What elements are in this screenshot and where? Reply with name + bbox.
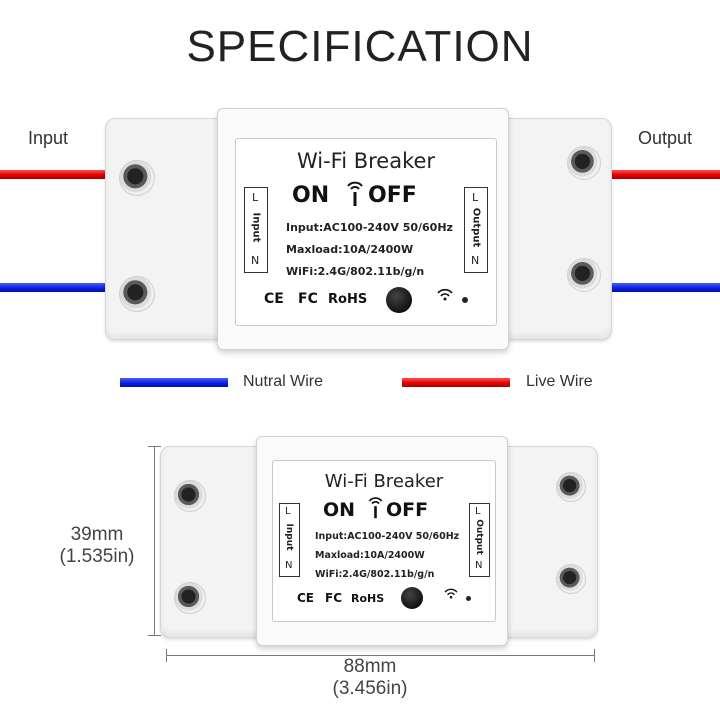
wifi-icon [437,288,453,301]
breaker-device-top: Wi-Fi Breaker ON OFF Input:AC100-240V 50… [105,108,615,350]
left-flange [160,446,266,638]
screw-hole [119,160,155,196]
on-label: ON [323,499,356,521]
page-title: SPECIFICATION [186,22,534,71]
height-mm: 39mm [70,524,124,545]
terminal-l: L [252,191,259,204]
label-panel: Wi-Fi Breaker ON OFF Input:AC100-240V 50… [235,138,497,326]
spec-input: Input:AC100-240V 50/60Hz [286,221,453,234]
width-in: (3.456in) [332,677,408,699]
ce-mark: CE [297,591,315,605]
label-panel: Wi-Fi Breaker ON OFF Input:AC100-240V 50… [272,460,496,622]
fc-mark: FC [298,291,318,307]
legend-neutral-label: Nutral Wire [243,373,324,390]
device-name: Wi-Fi Breaker [324,471,444,492]
legend-neutral-swatch [120,378,228,387]
terminal-l: L [285,506,291,517]
output-terminal: L Output N [469,503,490,577]
terminal-output-label: Output [470,207,482,248]
terminal-n: N [475,560,483,571]
legend-live-label: Live Wire [526,373,593,390]
screw-hole [567,258,601,292]
device-name: Wi-Fi Breaker [296,149,436,173]
terminal-n: N [285,560,293,571]
off-label: OFF [368,183,417,208]
input-live-wire [0,170,112,179]
terminal-input-label: Input [250,212,262,243]
height-dimension-line [154,446,155,636]
wifi-power-icon [347,181,363,206]
off-label: OFF [386,499,429,521]
output-terminal: L Output N [464,187,488,273]
ce-mark: CE [264,291,284,307]
wifi-power-icon [368,497,383,519]
right-flange [496,446,598,638]
button-icon[interactable] [401,587,423,609]
height-dimension-tick [148,446,161,447]
width-dimension-line [166,655,594,656]
screw-hole [174,582,206,614]
fc-mark: FC [325,591,343,605]
screw-hole [174,480,206,512]
wifi-icon [444,588,458,599]
screw-hole [556,472,586,502]
width-mm: 88mm [343,656,397,677]
spec-wifi: WiFi:2.4G/802.11b/g/n [286,265,425,278]
breaker-device-bottom: Wi-Fi Breaker ON OFF Input:AC100-240V 50… [160,436,598,646]
height-in: (1.535in) [59,545,135,567]
output-neutral-wire [608,283,720,292]
output-live-wire [608,170,720,179]
terminal-output-label: Output [474,519,484,555]
width-dimension-tick [594,649,595,662]
terminal-n: N [251,254,260,267]
input-neutral-wire [0,283,112,292]
led-indicator [462,297,468,303]
spec-wifi: WiFi:2.4G/802.11b/g/n [315,569,435,580]
terminal-l: L [472,191,479,204]
legend-live-swatch [402,378,510,387]
terminal-n: N [471,254,480,267]
on-label: ON [292,183,330,208]
button-icon[interactable] [386,287,412,313]
screw-hole [567,146,601,180]
height-dimension-text: 39mm (1.535in) [42,524,152,568]
spec-maxload: Maxload:10A/2400W [286,243,414,256]
rohs-mark: RoHS [328,292,368,307]
rohs-mark: RoHS [351,592,385,605]
terminal-l: L [475,506,481,517]
width-dimension-text: 88mm (3.456in) [310,656,430,700]
screw-hole [556,564,586,594]
output-label: Output [638,128,693,148]
screw-hole [119,276,155,312]
input-label: Input [28,128,69,148]
terminal-input-label: Input [284,523,294,551]
led-indicator [466,596,471,601]
height-dimension-tick [148,635,161,636]
spec-maxload: Maxload:10A/2400W [315,550,425,561]
input-terminal: L Input N [244,187,268,273]
width-dimension-tick [166,649,167,662]
spec-input: Input:AC100-240V 50/60Hz [315,531,460,542]
input-terminal: L Input N [279,503,300,577]
